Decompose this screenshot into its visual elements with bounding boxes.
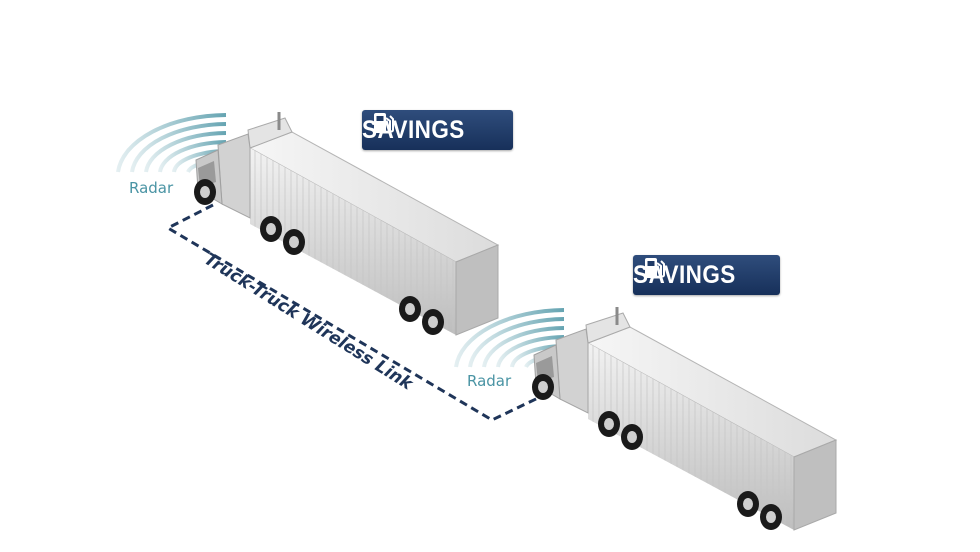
wireless-link-line [164,203,539,422]
savings-badge-following: SAVINGS [633,255,780,295]
savings-label: SAVINGS [362,115,465,144]
fuel-pump-icon [645,258,665,278]
savings-badge-lead: SAVINGS [362,110,513,150]
radar-label-following: Radar [467,372,512,390]
truck-lead [116,112,500,336]
truck-following [454,307,838,531]
radar-label-lead: Radar [129,179,174,197]
fuel-pump-icon [374,113,394,133]
savings-label: SAVINGS [633,260,736,289]
